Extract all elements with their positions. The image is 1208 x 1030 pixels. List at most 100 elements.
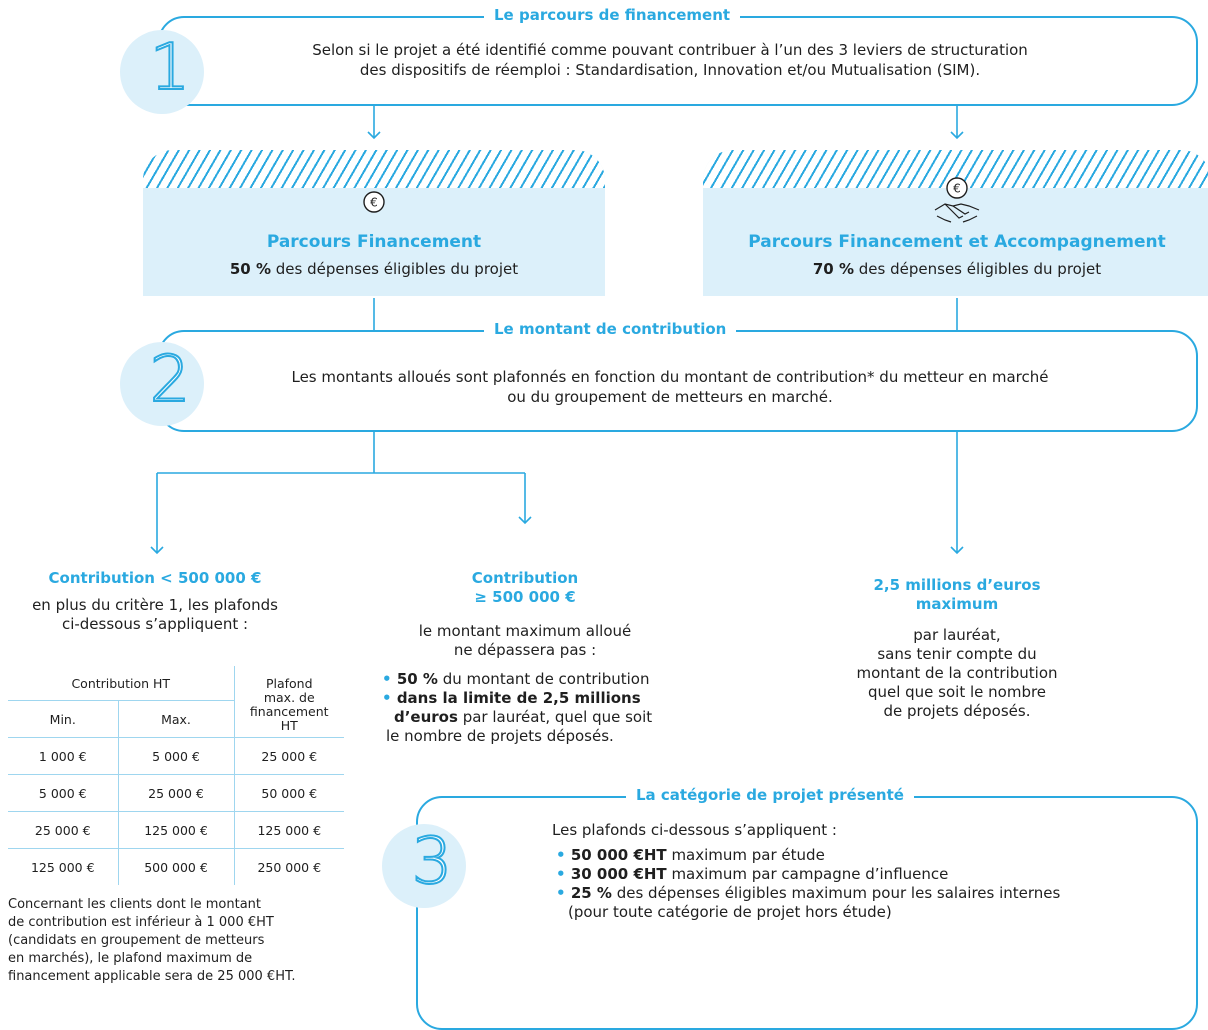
section3-intro: Les plafonds ci-dessous s’appliquent :: [552, 821, 837, 839]
table-cell: 1 000 €: [8, 737, 119, 775]
col3-line: de projets déposés.: [883, 702, 1031, 720]
col2-text: le montant maximum alloué ne dépassera p…: [400, 622, 650, 660]
col2-title-line2: ≥ 500 000 €: [474, 588, 576, 606]
section1-description: Selon si le projet a été identifié comme…: [230, 40, 1110, 80]
col2-b2-bold: dans la limite de 2,5 millions: [396, 689, 641, 707]
section1-line2: des dispositifs de réemploi : Standardis…: [359, 61, 981, 79]
section2-number-circle: [120, 342, 204, 426]
list-item: le nombre de projets déposés.: [382, 727, 702, 746]
col3-line: par lauréat,: [913, 626, 1001, 644]
section1-line1: Selon si le projet a été identifié comme…: [312, 41, 1028, 59]
item-text-line2: (pour toute catégorie de projet hors étu…: [568, 903, 892, 921]
table-header-plafond-line4: HT: [280, 718, 298, 733]
note-line: (candidats en groupement de metteurs: [8, 933, 265, 948]
col2-b2-bold2: d’euros: [394, 708, 458, 726]
col3-title-line2: maximum: [915, 595, 999, 613]
euro-icon: €: [363, 191, 385, 213]
table-cell: 5 000 €: [8, 774, 119, 812]
table-header-plafond: Plafond max. de financement HT: [234, 666, 344, 738]
col1-text-line2: ci-dessous s’appliquent :: [61, 615, 249, 633]
col1-text: en plus du critère 1, les plafonds ci-de…: [10, 596, 300, 634]
section1-box: [158, 16, 1198, 106]
col2-list: • 50 % du montant de contribution • dans…: [382, 670, 702, 746]
table-cell: 250 000 €: [234, 848, 344, 885]
note-line: Concernant les clients dont le montant: [8, 897, 262, 912]
note-line: de contribution est inférieur à 1 000 €H…: [8, 915, 274, 930]
col3-line: quel que soit le nombre: [867, 683, 1047, 701]
parcours-financement-percent: 50 %: [229, 260, 272, 278]
item-text: maximum par campagne d’influence: [666, 865, 949, 883]
table-header-min: Min.: [8, 700, 119, 738]
section2-line2: ou du groupement de metteurs en marché.: [507, 388, 833, 406]
col2-text-line1: le montant maximum alloué: [418, 622, 632, 640]
col2-title: Contribution ≥ 500 000 €: [420, 569, 630, 607]
table-cell: 125 000 €: [234, 811, 344, 849]
section1-number-circle: [120, 30, 204, 114]
col3-line: sans tenir compte du: [877, 645, 1037, 663]
svg-text:€: €: [953, 182, 961, 196]
table-cell: 125 000 €: [8, 848, 119, 885]
note-line: financement applicable sera de 25 000 €H…: [8, 969, 296, 984]
handshake-euro-icon: €: [934, 177, 980, 223]
section2-line1: Les montants alloués sont plafonnés en f…: [291, 368, 1049, 386]
col2-b2-text2: le nombre de projets déposés.: [386, 727, 614, 745]
parcours-accompagnement-card: € Parcours Financement et Accompagnement…: [703, 150, 1208, 296]
table-cell: 5 000 €: [118, 737, 235, 775]
list-item: (pour toute catégorie de projet hors étu…: [556, 903, 1176, 922]
col3-title: 2,5 millions d’euros maximum: [832, 576, 1082, 614]
table-header-contribution: Contribution HT: [8, 666, 235, 701]
svg-text:€: €: [370, 196, 378, 210]
list-item: • 50 000 €HT maximum par étude: [556, 846, 825, 864]
item-bold: 25 %: [570, 884, 612, 902]
hatch-band: [143, 150, 605, 188]
col2-text-line2: ne dépassera pas :: [453, 641, 597, 659]
table-header-plafond-line1: Plafond: [265, 676, 313, 691]
col2-b2-text: par lauréat, quel que soit: [457, 708, 653, 726]
table-header-max: Max.: [118, 700, 235, 738]
parcours-accompagnement-title: Parcours Financement et Accompagnement: [748, 232, 1166, 252]
table-row: 5 000 € 25 000 € 50 000 €: [8, 774, 344, 812]
list-item: • 30 000 €HT maximum par campagne d’infl…: [556, 865, 949, 883]
parcours-financement-title: Parcours Financement: [266, 232, 482, 252]
parcours-financement-card: € Parcours Financement 50 % des dépenses…: [143, 150, 605, 296]
parcours-financement-subtitle: 50 % des dépenses éligibles du projet: [143, 260, 605, 278]
table-row: 25 000 € 125 000 € 125 000 €: [8, 811, 344, 849]
section3-title: La catégorie de projet présenté: [626, 786, 914, 804]
col1-text-line1: en plus du critère 1, les plafonds: [32, 596, 278, 614]
list-item: • dans la limite de 2,5 millions: [382, 689, 641, 707]
section2-description: Les montants alloués sont plafonnés en f…: [210, 367, 1130, 407]
parcours-accompagnement-percent: 70 %: [812, 260, 855, 278]
connector-lines: [150, 106, 964, 555]
parcours-accompagnement-subtitle: 70 % des dépenses éligibles du projet: [703, 260, 1208, 278]
table-header-plafond-line3: financement: [249, 704, 329, 719]
col3-line: montant de la contribution: [856, 664, 1058, 682]
list-item: • 50 % du montant de contribution: [382, 670, 650, 688]
col1-title: Contribution < 500 000 €: [48, 569, 262, 587]
section1-number: 1: [149, 30, 192, 106]
table-header-plafond-line2: max. de: [263, 690, 315, 705]
parcours-accompagnement-text: des dépenses éligibles du projet: [854, 260, 1102, 278]
plafond-table: Contribution HT Plafond max. de financem…: [8, 666, 344, 885]
section2-number: 2: [149, 342, 192, 418]
note-line: en marchés), le plafond maximum de: [8, 951, 253, 966]
col2-b1-bold: 50 %: [396, 670, 438, 688]
table-cell: 50 000 €: [234, 774, 344, 812]
col3-text: par lauréat, sans tenir compte du montan…: [832, 626, 1082, 721]
list-item: • 25 % des dépenses éligibles maximum po…: [556, 884, 1061, 902]
col3-title-line1: 2,5 millions d’euros: [873, 576, 1041, 594]
col1-note: Concernant les clients dont le montant d…: [8, 896, 338, 986]
item-text: des dépenses éligibles maximum pour les …: [611, 884, 1061, 902]
col2-b1-text: du montant de contribution: [437, 670, 650, 688]
table-cell: 125 000 €: [118, 811, 235, 849]
item-bold: 30 000 €HT: [570, 865, 667, 883]
table-cell: 25 000 €: [8, 811, 119, 849]
section2-title: Le montant de contribution: [484, 320, 737, 338]
table-cell: 25 000 €: [234, 737, 344, 775]
table-cell: 500 000 €: [118, 848, 235, 885]
list-item: d’euros par lauréat, quel que soit: [382, 708, 702, 727]
item-text: maximum par étude: [666, 846, 825, 864]
table-row: 125 000 € 500 000 € 250 000 €: [8, 848, 344, 885]
section3-number: 3: [411, 824, 454, 900]
item-bold: 50 000 €HT: [570, 846, 667, 864]
col2-title-line1: Contribution: [471, 569, 579, 587]
